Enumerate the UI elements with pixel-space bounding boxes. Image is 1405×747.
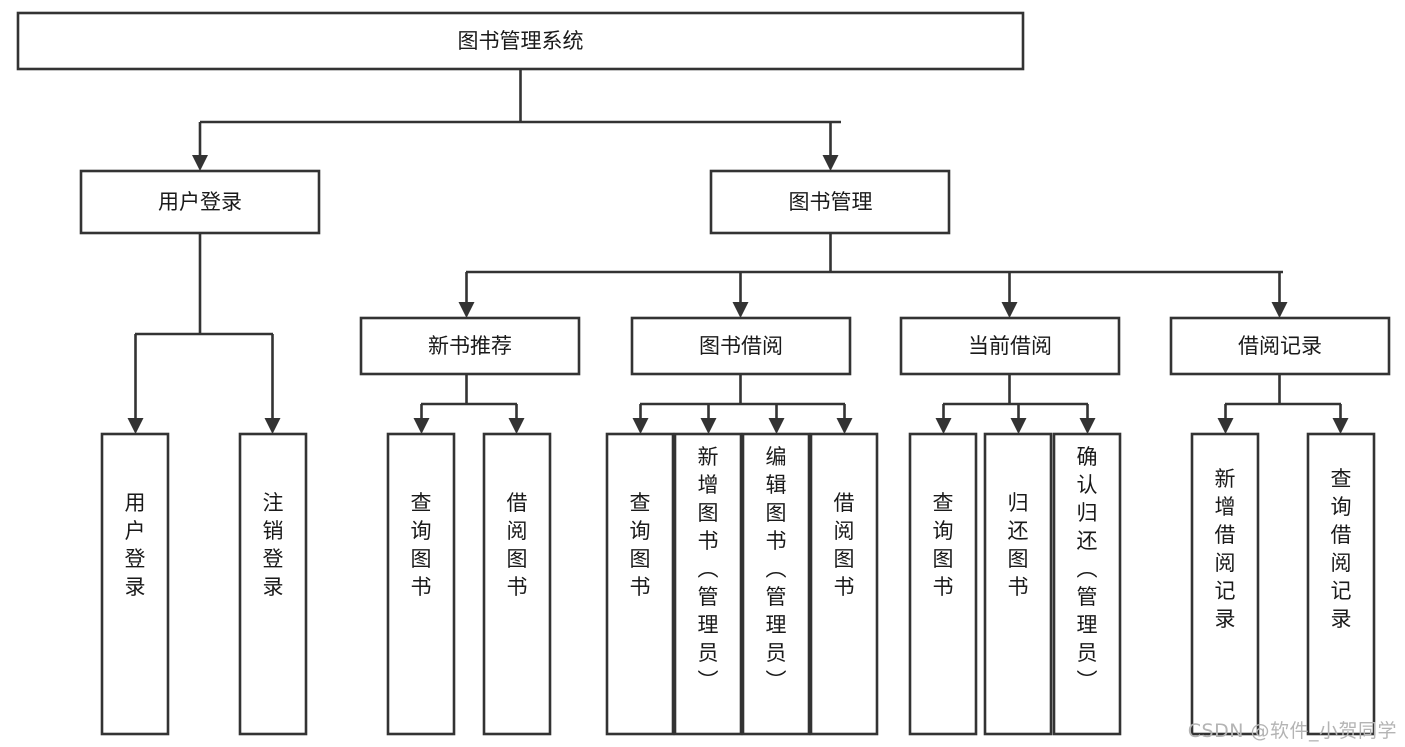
node-root-box[interactable] <box>16 11 1025 71</box>
node-borrow-record-box[interactable] <box>1169 316 1391 376</box>
leaf-add-book-label: 新增图书︵管理员︶ <box>698 445 719 693</box>
leaf-return-book-label: 归还图书 <box>1008 491 1029 599</box>
arrow-leaf-add-record <box>1217 418 1234 434</box>
node-new-book-rec-label: 新书推荐 <box>428 334 512 358</box>
leaf-query-book-3[interactable]: 查询图书 <box>908 432 978 736</box>
leaf-add-record-box[interactable] <box>1190 432 1260 736</box>
arrow-to-newbook <box>458 302 475 318</box>
connector-group <box>127 69 1349 434</box>
node-user-login-label: 用户登录 <box>158 190 242 214</box>
leaf-query-book-2-label: 查询图书 <box>630 491 651 599</box>
leaf-edit-book-label: 编辑图书︵管理员︶ <box>766 445 787 693</box>
arrow-leaf-borrow-book-1 <box>508 418 525 434</box>
arrow-leaf-query-book-3 <box>935 418 952 434</box>
arrow-to-user-login <box>192 155 208 171</box>
leaf-query-book-2[interactable]: 查询图书 <box>605 432 675 736</box>
leaf-query-book-3-label: 查询图书 <box>933 491 954 599</box>
arrow-to-borrowrecord <box>1271 302 1288 318</box>
leaf-query-book-3-box[interactable] <box>908 432 978 736</box>
node-book-manage[interactable]: 图书管理 <box>709 169 951 235</box>
node-book-borrow-label: 图书借阅 <box>699 334 783 358</box>
node-root-label: 图书管理系统 <box>458 29 584 53</box>
leaf-query-book-1-box[interactable] <box>386 432 456 736</box>
arrow-leaf-user-login <box>127 418 144 434</box>
node-book-manage-box[interactable] <box>709 169 951 235</box>
leaf-add-book[interactable]: 新增图书︵管理员︶ <box>673 432 743 736</box>
leaf-borrow-book-2-label: 借阅图书 <box>834 491 855 599</box>
arrow-leaf-add-book <box>700 418 717 434</box>
leaf-borrow-book-2[interactable]: 借阅图书 <box>809 432 879 736</box>
leaf-borrow-book-1-box[interactable] <box>482 432 552 736</box>
node-book-borrow-box[interactable] <box>630 316 852 376</box>
leaf-edit-book[interactable]: 编辑图书︵管理员︶ <box>741 432 811 736</box>
arrow-leaf-query-record <box>1332 418 1349 434</box>
leaf-add-book-box[interactable] <box>673 432 743 736</box>
arrow-leaf-edit-book <box>768 418 785 434</box>
leaf-confirm-return-box[interactable] <box>1052 432 1122 736</box>
leaf-query-record[interactable]: 查询借阅记录 <box>1306 432 1376 736</box>
arrow-leaf-confirm-return <box>1079 418 1096 434</box>
leaf-query-record-label: 查询借阅记录 <box>1331 467 1352 631</box>
arrow-to-currentborrow <box>1001 302 1018 318</box>
arrow-leaf-return-book <box>1010 418 1027 434</box>
arrow-to-bookborrow <box>732 302 749 318</box>
arrow-leaf-query-book-1 <box>413 418 430 434</box>
node-new-book-rec-box[interactable] <box>359 316 581 376</box>
leaf-confirm-return[interactable]: 确认归还︵管理员︶ <box>1052 432 1122 736</box>
leaf-user-logout-box[interactable] <box>238 432 308 736</box>
arrow-leaf-user-logout <box>264 418 281 434</box>
leaf-user-login[interactable]: 用户登录 <box>100 432 170 736</box>
arrow-to-book-manage <box>822 155 839 171</box>
node-borrow-record[interactable]: 借阅记录 <box>1169 316 1391 376</box>
leaf-add-record[interactable]: 新增借阅记录 <box>1190 432 1260 736</box>
leaf-user-login-box[interactable] <box>100 432 170 736</box>
leaf-return-book[interactable]: 归还图书 <box>983 432 1053 736</box>
leaf-query-book-1[interactable]: 查询图书 <box>386 432 456 736</box>
leaf-user-logout-label: 注销登录 <box>263 491 284 599</box>
node-root[interactable]: 图书管理系统 <box>16 11 1025 71</box>
node-current-borrow-label: 当前借阅 <box>968 334 1052 358</box>
node-user-login[interactable]: 用户登录 <box>79 169 321 235</box>
leaf-confirm-return-label: 确认归还︵管理员︶ <box>1077 445 1098 693</box>
leaf-borrow-book-1-label: 借阅图书 <box>507 491 528 599</box>
leaf-query-book-1-label: 查询图书 <box>411 491 432 599</box>
node-book-borrow[interactable]: 图书借阅 <box>630 316 852 376</box>
leaf-query-record-box[interactable] <box>1306 432 1376 736</box>
leaf-borrow-book-2-box[interactable] <box>809 432 879 736</box>
node-user-login-box[interactable] <box>79 169 321 235</box>
leaf-user-logout[interactable]: 注销登录 <box>238 432 308 736</box>
node-new-book-rec[interactable]: 新书推荐 <box>359 316 581 376</box>
node-current-borrow-box[interactable] <box>899 316 1121 376</box>
leaf-borrow-book-1[interactable]: 借阅图书 <box>482 432 552 736</box>
arrow-leaf-borrow-book-2 <box>836 418 853 434</box>
node-book-manage-label: 图书管理 <box>789 190 873 214</box>
node-borrow-record-label: 借阅记录 <box>1238 334 1322 358</box>
leaf-query-book-2-box[interactable] <box>605 432 675 736</box>
leaf-return-book-box[interactable] <box>983 432 1053 736</box>
arrow-leaf-query-book-2 <box>632 418 649 434</box>
leaf-user-login-label: 用户登录 <box>125 491 146 599</box>
leaf-edit-book-box[interactable] <box>741 432 811 736</box>
node-current-borrow[interactable]: 当前借阅 <box>899 316 1121 376</box>
leaf-add-record-label: 新增借阅记录 <box>1215 467 1236 631</box>
